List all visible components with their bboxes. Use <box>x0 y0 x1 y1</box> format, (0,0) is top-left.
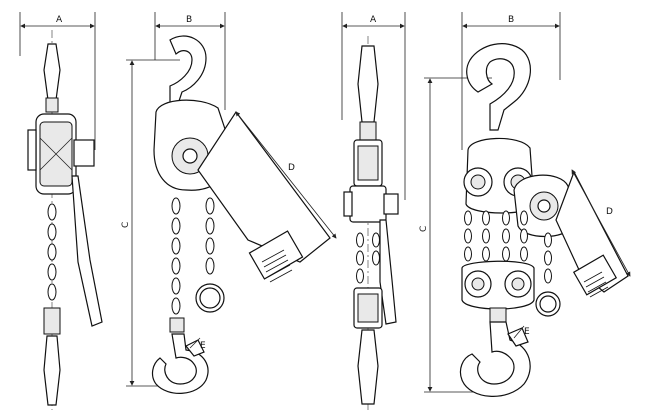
dimension-d-label: D <box>288 163 295 173</box>
figure-4-front-view: B C D <box>419 12 631 397</box>
dimension-c2-label: C <box>419 226 429 232</box>
figure-1-side-view: A <box>19 12 103 410</box>
dimension-b-label: B <box>186 15 192 25</box>
dimension-e2-label: E <box>524 327 530 337</box>
lever-grip <box>261 249 293 283</box>
dimension-a-label: A <box>56 15 63 25</box>
dimension-d2-label: D <box>606 207 613 217</box>
figure-2-front-view: B C D <box>121 12 337 394</box>
lever-grip-2 <box>583 271 609 298</box>
dimension-c-label: C <box>121 222 131 228</box>
dimension-b2-label: B <box>508 15 514 25</box>
dimension-a2-label: A <box>370 15 377 25</box>
figure-3-side-view: A <box>341 12 406 410</box>
dimension-e-label: E <box>200 341 206 351</box>
